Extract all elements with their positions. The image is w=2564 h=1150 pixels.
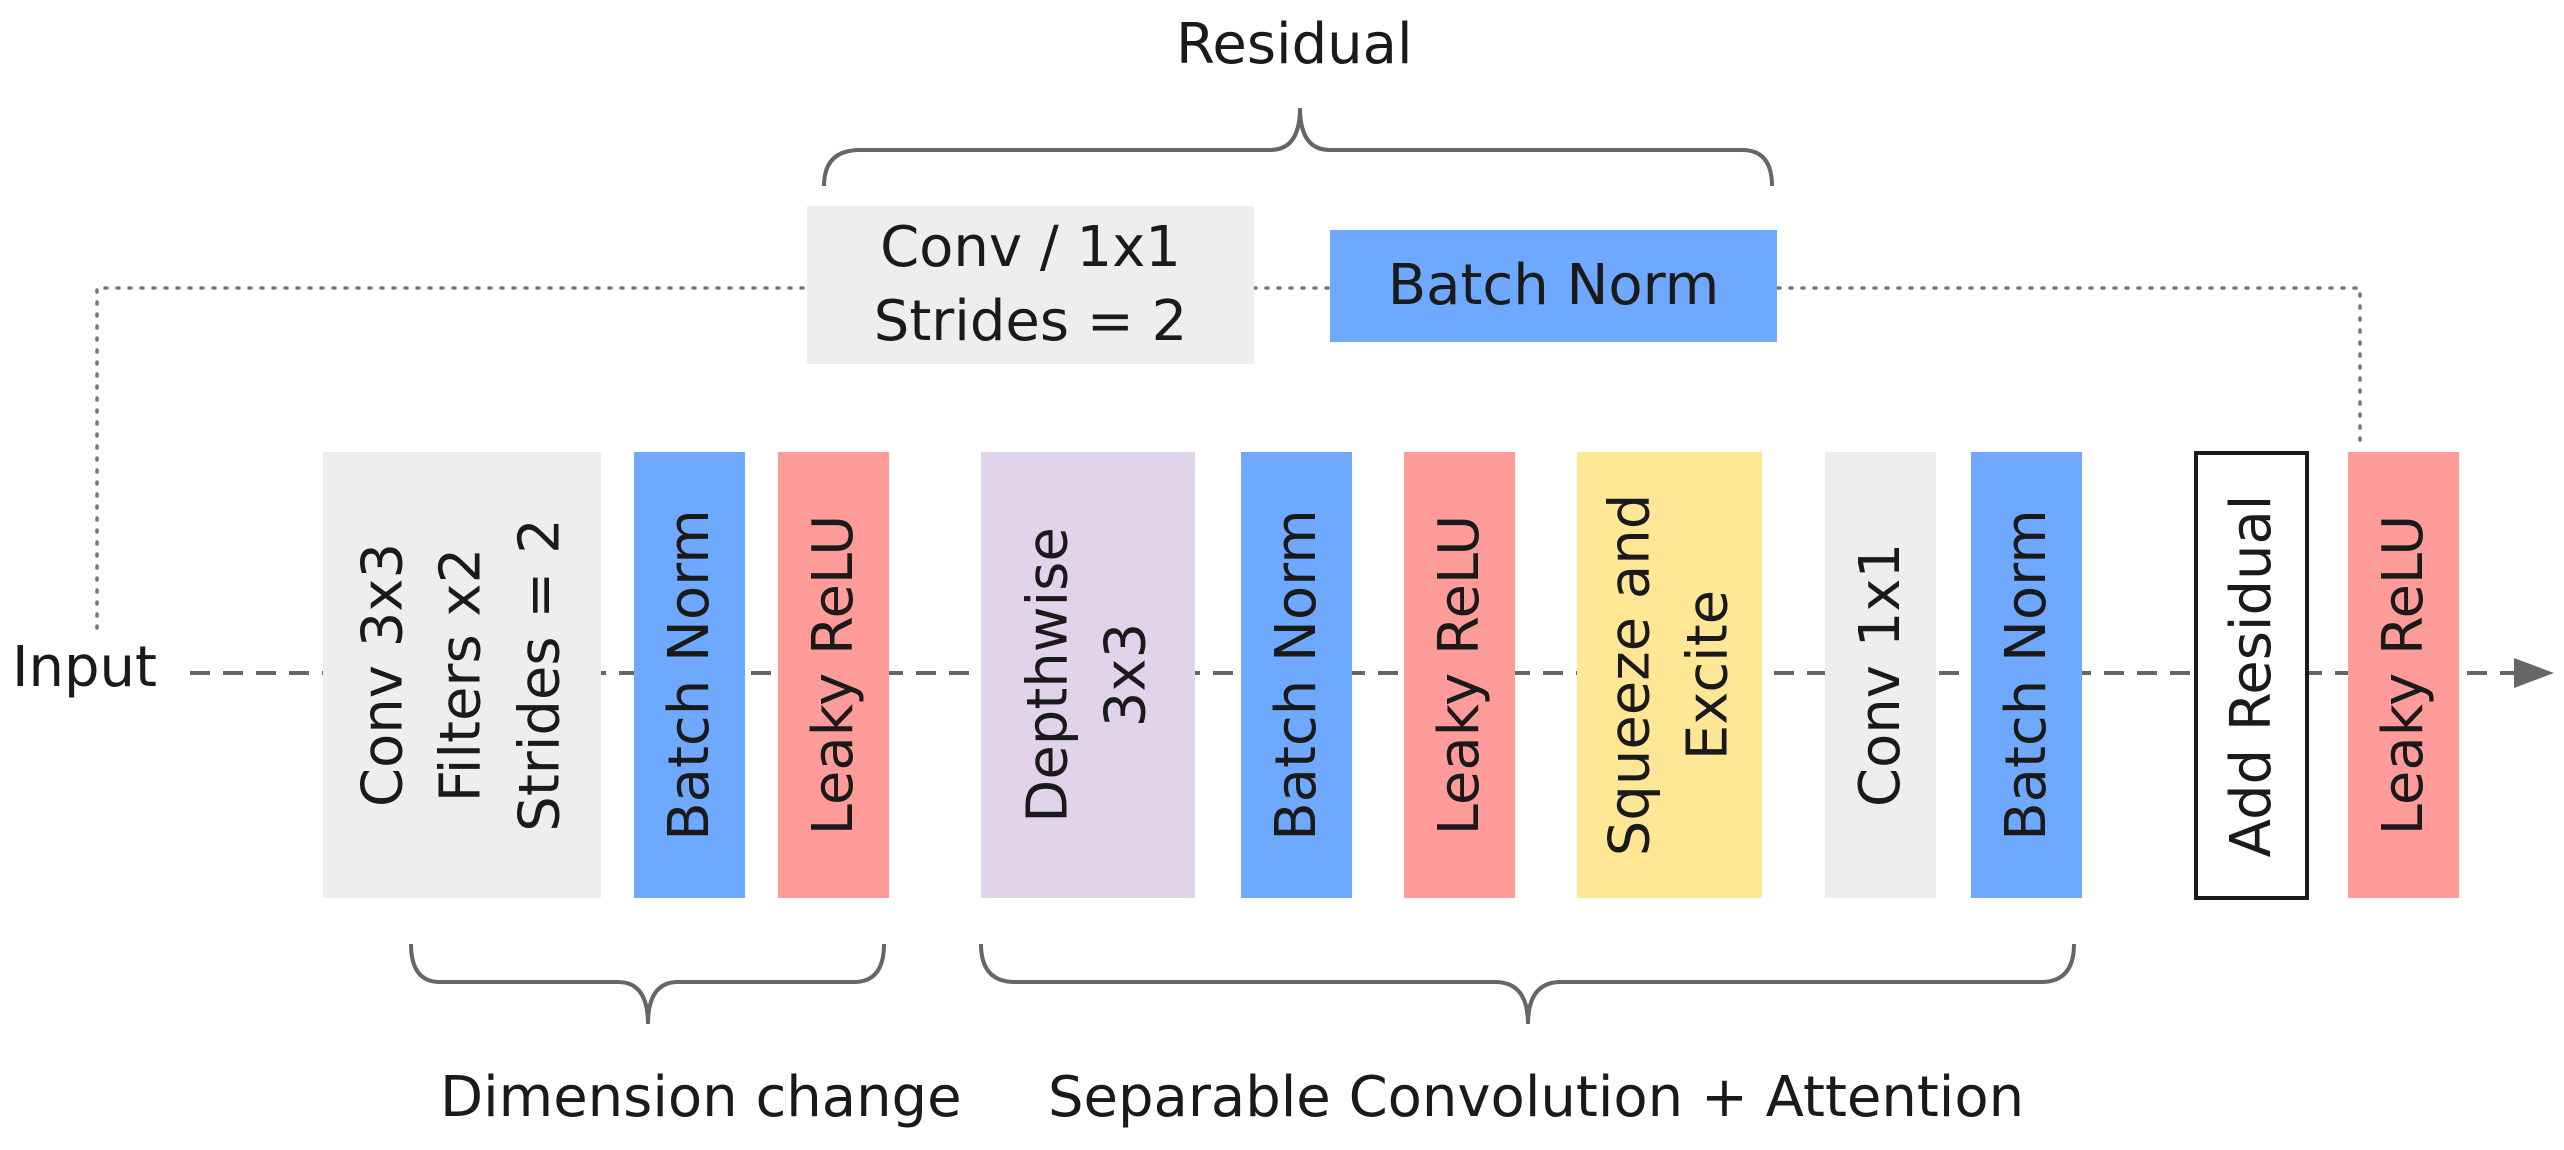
dimension-change-label: Dimension change — [440, 1065, 962, 1130]
conv3x3-line-1: Conv 3x3 — [350, 542, 416, 808]
residual-batch-norm-block: Batch Norm — [1330, 230, 1777, 342]
batch-norm-block-3: Batch Norm — [1971, 452, 2082, 898]
residual-label: Residual — [1176, 12, 1413, 77]
dimension-change-brace — [409, 943, 886, 1025]
depthwise-line-1: Depthwise — [1015, 527, 1081, 823]
separable-attention-brace — [979, 943, 2076, 1025]
conv1x1-label: Conv 1x1 — [1847, 542, 1913, 808]
conv1x1-block: Conv 1x1 — [1825, 452, 1936, 898]
conv3x3-line-3: Strides = 2 — [507, 518, 573, 832]
depthwise-line-2: 3x3 — [1094, 622, 1159, 728]
squeeze-excite-line-1: Squeeze and — [1597, 493, 1663, 857]
squeeze-excite-block: Squeeze and Excite — [1577, 452, 1762, 898]
add-residual-label: Add Residual — [2218, 494, 2284, 857]
add-residual-block: Add Residual — [2194, 451, 2309, 900]
batch-norm-block-2: Batch Norm — [1241, 452, 1352, 898]
batch-norm-2-label: Batch Norm — [1263, 509, 1329, 841]
batch-norm-3-label: Batch Norm — [1993, 509, 2059, 841]
residual-skip-line-end — [1776, 286, 2362, 452]
leaky-relu-1-label: Leaky ReLU — [800, 514, 866, 836]
conv3x3-block: Conv 3x3 Filters x2 Strides = 2 — [323, 452, 601, 898]
leaky-relu-block-2: Leaky ReLU — [1404, 452, 1515, 898]
leaky-relu-2-label: Leaky ReLU — [1426, 514, 1492, 836]
leaky-relu-3-label: Leaky ReLU — [2370, 514, 2436, 836]
residual-conv-line-1: Conv / 1x1 — [880, 215, 1181, 281]
residual-conv-line-2: Strides = 2 — [873, 289, 1188, 354]
residual-batch-norm-label: Batch Norm — [1387, 253, 1720, 319]
input-label: Input — [12, 635, 158, 700]
batch-norm-block-1: Batch Norm — [634, 452, 745, 898]
leaky-relu-block-1: Leaky ReLU — [778, 452, 889, 898]
residual-brace — [822, 107, 1774, 187]
depthwise-block: Depthwise 3x3 — [981, 452, 1195, 898]
output-arrow-icon — [2514, 658, 2554, 688]
squeeze-excite-line-2: Excite — [1675, 589, 1741, 761]
separable-attention-label: Separable Convolution + Attention — [1048, 1065, 2025, 1130]
residual-conv-block: Conv / 1x1 Strides = 2 — [807, 206, 1254, 364]
batch-norm-1-label: Batch Norm — [656, 509, 722, 841]
leaky-relu-block-3: Leaky ReLU — [2348, 452, 2459, 898]
conv3x3-line-2: Filters x2 — [428, 547, 494, 803]
